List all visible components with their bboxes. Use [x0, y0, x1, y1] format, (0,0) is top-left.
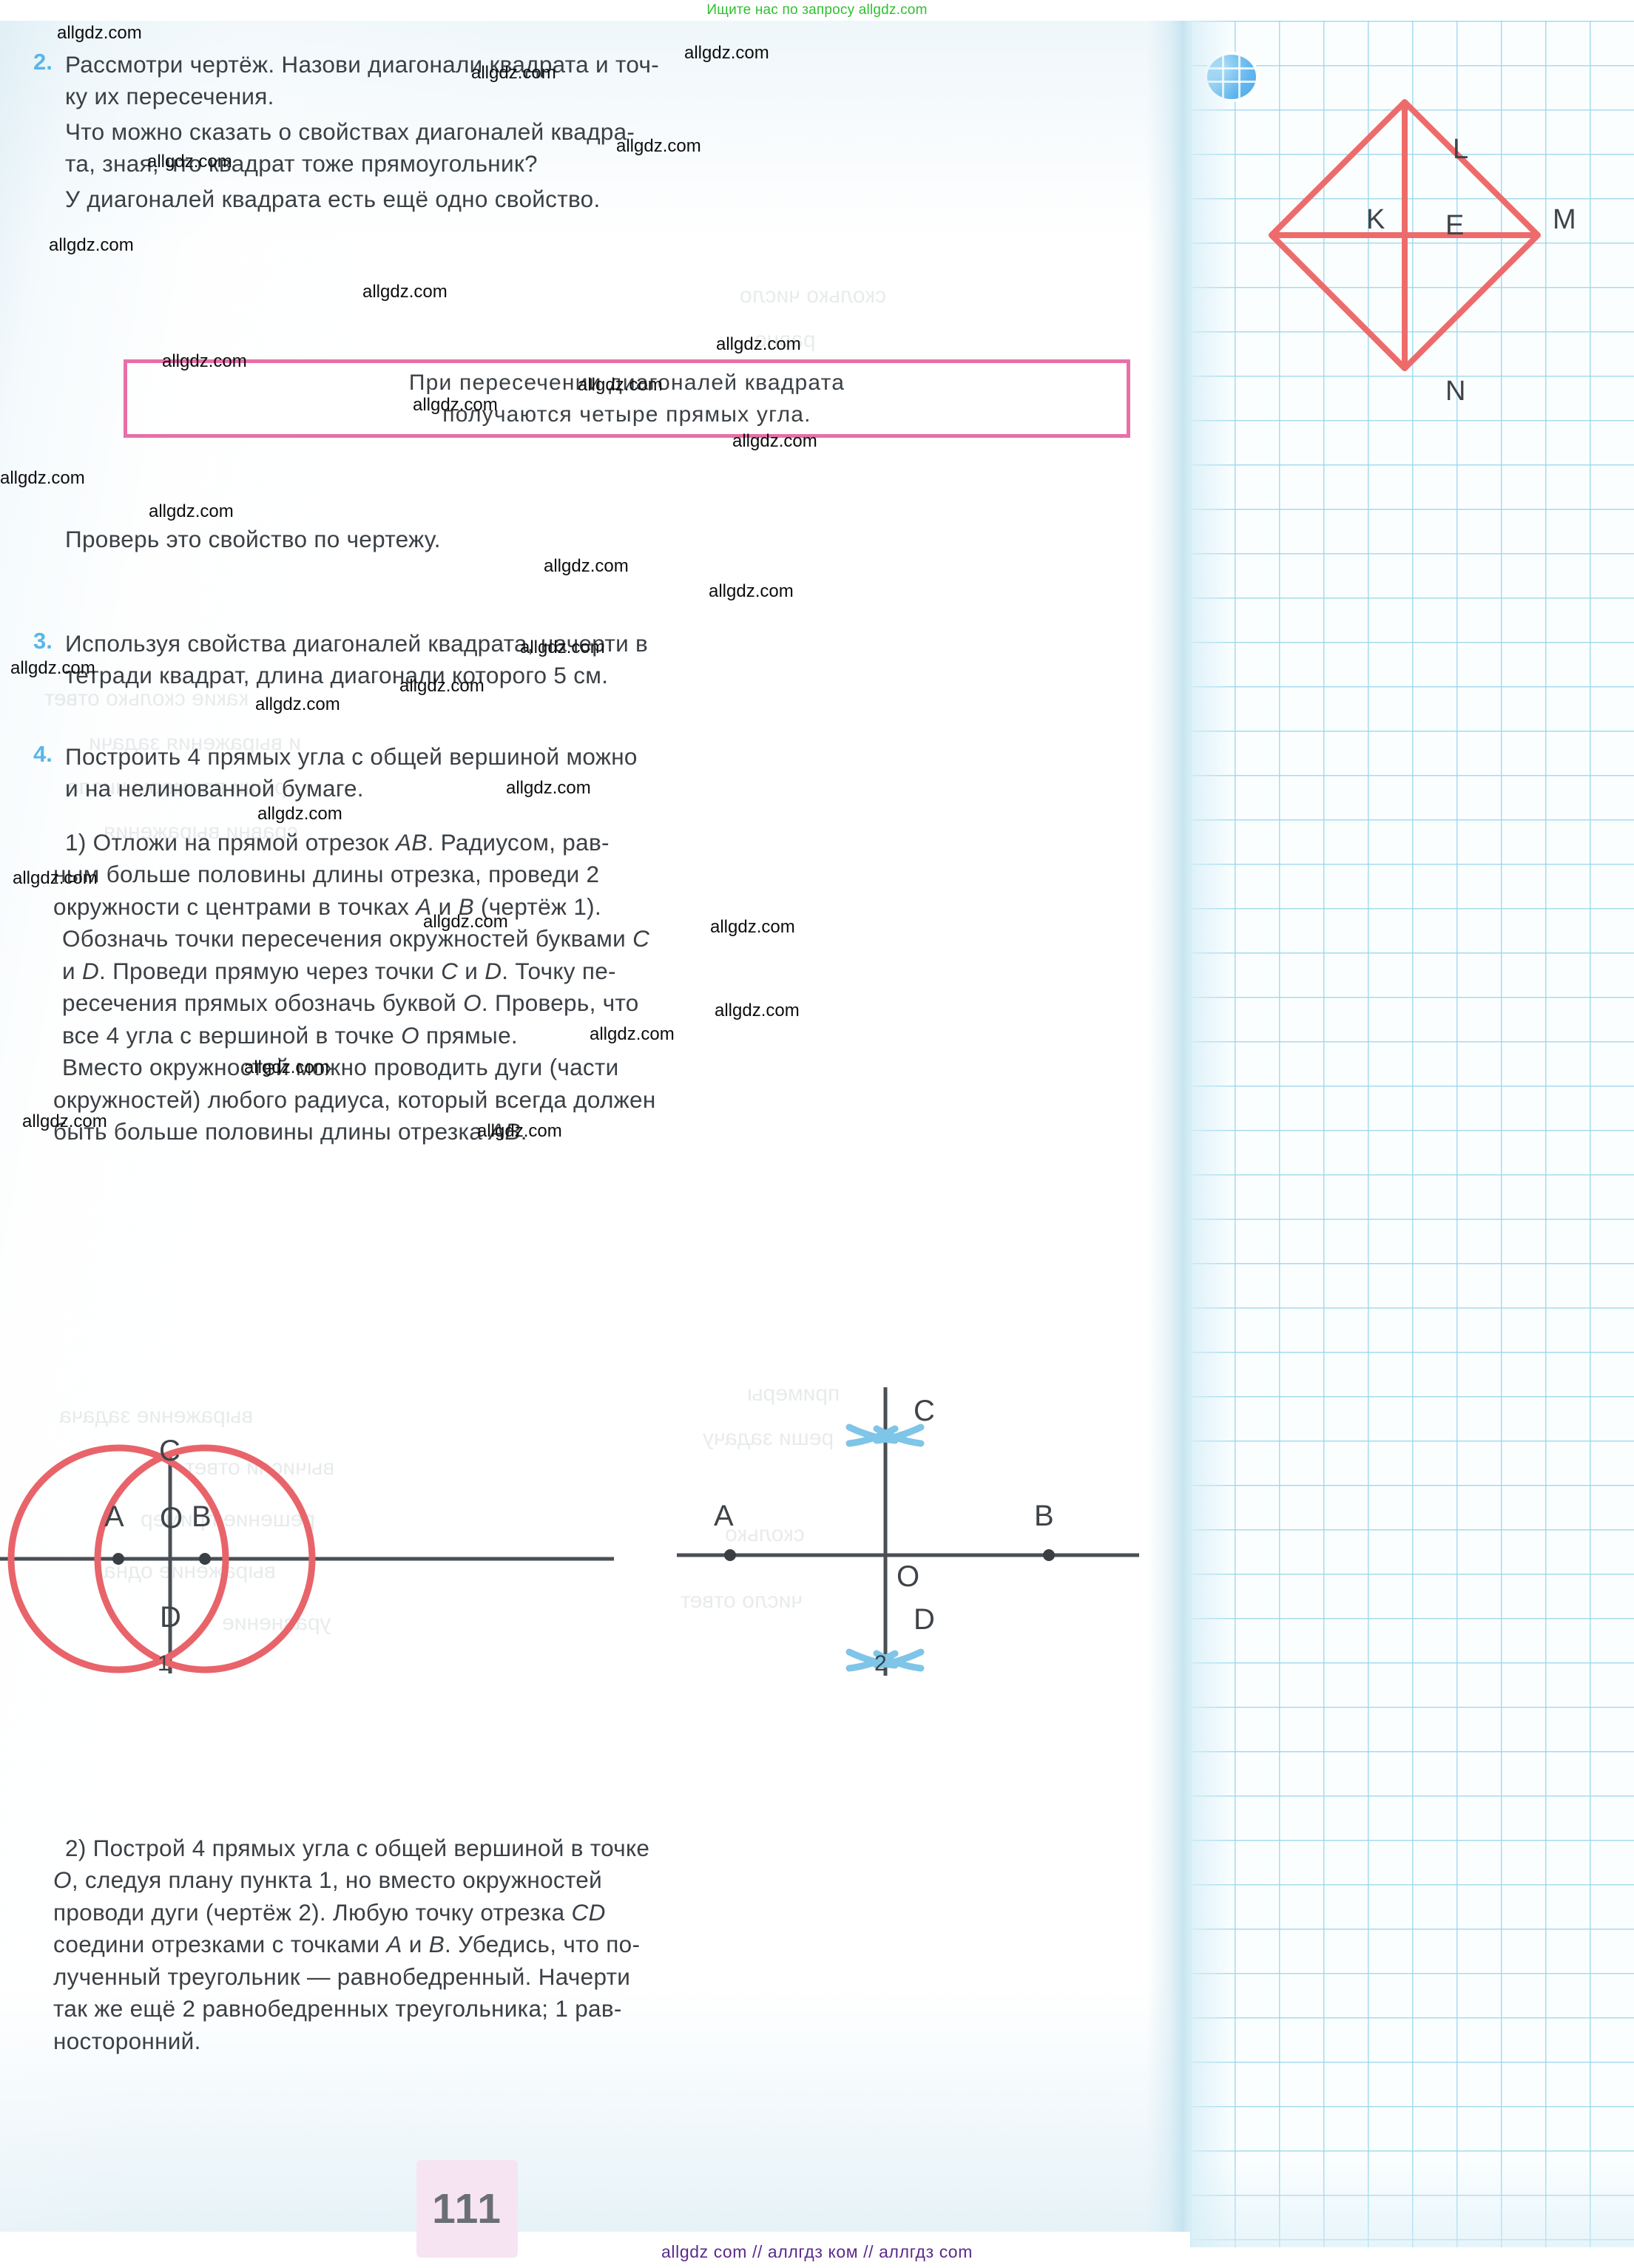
- figure-2-label-A: A: [714, 1500, 734, 1532]
- part2-line: 2) Построй 4 прямых угла с общей вершино…: [65, 1835, 650, 1861]
- part1-line: окружности с центрами в точках A и B (че…: [53, 893, 602, 920]
- part1-line: ресечения прямых обозначь буквой O. Пров…: [62, 989, 639, 1017]
- square-vertex-N: N: [1445, 376, 1466, 407]
- rule-callout-box: При пересечении диагоналей квадрата полу…: [124, 359, 1130, 438]
- figure-2-label-D: D: [914, 1603, 935, 1636]
- figure-1-label-A: A: [104, 1500, 124, 1533]
- part1-line: и D. Проведи прямую через точки C и D. Т…: [62, 957, 616, 984]
- exercise-2-line: та, зная, что квадрат тоже прямоугольник…: [65, 150, 538, 177]
- site-banner: Ищите нас по запросу allgdz.com: [0, 0, 1634, 21]
- part2-line: O, следуя плану пункта 1, но вместо окру…: [53, 1866, 603, 1894]
- part2-line: носторонний.: [53, 2027, 201, 2054]
- square-vertex-M: M: [1553, 204, 1576, 235]
- part1-line: окружностей) любого радиуса, который все…: [53, 1086, 656, 1113]
- part2-line: соедини отрезками с точками A и B. Убеди…: [53, 1931, 641, 1958]
- figure-1-circles: C A O B D 1: [0, 1367, 614, 1714]
- exercise-4-part1: 1) Отложи на прямой отрезок AB. Радиусом…: [53, 827, 1126, 1148]
- square-vertex-L: L: [1453, 134, 1469, 165]
- exercise-number-2: 2.: [33, 49, 53, 75]
- exercise-4-line: Построить 4 прямых угла с общей вершиной…: [65, 743, 638, 770]
- exercise-number-4: 4.: [33, 741, 53, 767]
- figure-square-klmn: L K M E N: [1190, 21, 1634, 612]
- figure-1-label-D: D: [160, 1601, 181, 1634]
- figure-2-svg: [677, 1387, 1139, 1676]
- figure-1-label-O: O: [160, 1502, 183, 1534]
- exercise-2-body: Рассмотри чертёж. Назови диагонали квадр…: [65, 49, 1126, 215]
- part2-line: так же ещё 2 равнобедренных треугольника…: [53, 1995, 622, 2022]
- bleed-ghost-text: равно: [754, 328, 816, 352]
- exercise-4-line: и на нелинованной бумаге.: [65, 775, 364, 802]
- exercise-3-line: тетради квадрат, длина диагонали которог…: [65, 662, 609, 689]
- text-column: какие сколько ответ и выражения задачи р…: [0, 21, 1161, 2258]
- exercise-3-line: Используя свойства диагоналей квадрата, …: [65, 630, 649, 657]
- exercise-2-line: ку их пересечения.: [65, 83, 274, 110]
- part1-line: 1) Отложи на прямой отрезок AB. Радиусом…: [65, 829, 610, 856]
- square-center-E: E: [1445, 210, 1465, 241]
- page-number: 111: [432, 2185, 502, 2233]
- exercise-3-body: Используя свойства диагоналей квадрата, …: [65, 628, 1126, 692]
- figure-2-label-B: B: [1034, 1500, 1054, 1532]
- part2-line: проводи дуги (чертёж 2). Любую точку отр…: [53, 1898, 606, 1926]
- square-vertex-K: K: [1366, 204, 1385, 235]
- figure-1-caption: 1: [158, 1651, 170, 1676]
- figure-2-label-C: C: [914, 1395, 935, 1427]
- grid-icon: [1207, 55, 1256, 99]
- part1-line: быть больше половины длины отрезка AB.: [53, 1118, 527, 1145]
- bleed-ghost-text: сколько число: [740, 283, 887, 308]
- part1-line: все 4 угла с вершиной в точке O прямые.: [62, 1021, 518, 1049]
- exercise-2-closing-line: Проверь это свойство по чертежу.: [65, 526, 441, 552]
- exercise-4-part2: 2) Построй 4 прямых угла с общей вершино…: [53, 1832, 1126, 2057]
- figure-1-svg: [0, 1444, 614, 1673]
- figure-2-cross: C A B O D 2: [651, 1367, 1139, 1714]
- page-number-box: 111: [416, 2160, 518, 2258]
- exercise-2-line: У диагоналей квадрата есть ещё одно свой…: [65, 185, 601, 212]
- figure-2-caption: 2: [874, 1651, 887, 1676]
- site-banner-text: Ищите нас по запросу allgdz.com: [706, 2, 928, 18]
- part1-line: ным больше половины длины отрезка, прове…: [53, 861, 600, 888]
- part1-line: Обозначь точки пересечения окружностей б…: [62, 925, 650, 952]
- part1-line: Вместо окружностей можно проводить дуги …: [62, 1054, 619, 1081]
- exercise-2-line: Что можно сказать о свойствах диагоналей…: [65, 118, 635, 145]
- square-klmn-svg: [1269, 99, 1541, 371]
- grid-paper-column: L K M E N: [1190, 21, 1634, 2247]
- part2-line: лученный треугольник — равнобедренный. Н…: [53, 1963, 631, 1990]
- figure-2-label-O: O: [897, 1560, 920, 1593]
- exercise-2-closing: Проверь это свойство по чертежу.: [65, 524, 441, 555]
- exercise-4-body: Построить 4 прямых угла с общей вершиной…: [65, 741, 1126, 805]
- exercise-2-line: Рассмотри чертёж. Назови диагонали квадр…: [65, 51, 659, 78]
- exercise-number-3: 3.: [33, 628, 53, 654]
- rule-line-1: При пересечении диагоналей квадрата: [408, 370, 845, 395]
- footer-credits: allgdz com // аллгдз ком // аллгдз com: [661, 2242, 973, 2261]
- rule-line-2: получаются четыре прямых угла.: [442, 402, 811, 427]
- figure-1-label-B: B: [192, 1500, 212, 1533]
- figure-1-label-C: C: [159, 1435, 180, 1467]
